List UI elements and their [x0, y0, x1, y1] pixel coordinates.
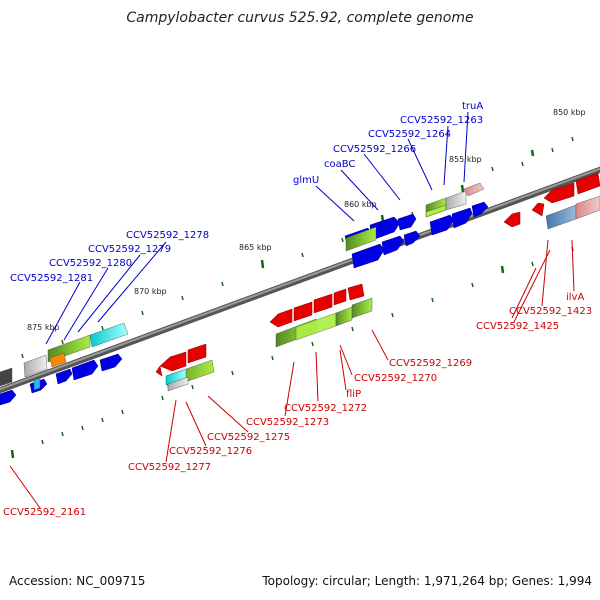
gene-arrow: [71, 359, 99, 381]
gene-label-flip: fliP: [346, 389, 361, 400]
gene-label-ccv52592-1270: CCV52592_1270: [354, 373, 437, 384]
feature-block: [89, 322, 129, 348]
gene-arrow: [381, 235, 405, 256]
forward-label-connectors: [45, 111, 469, 345]
feature-block: [351, 297, 373, 319]
reverse-labels[interactable]: ilvA CCV52592_1423 CCV52592_1425 CCV5259…: [3, 292, 592, 518]
gene-arrow: [451, 207, 473, 229]
gene-label-ccv52592-1275: CCV52592_1275: [207, 432, 290, 443]
gene-label-ccv52592-1423: CCV52592_1423: [509, 306, 592, 317]
feature-block: [0, 367, 13, 387]
genome-summary-text: Topology: circular; Length: 1,971,264 bp…: [262, 574, 592, 588]
feature-block: [463, 182, 485, 197]
feature-block: [335, 306, 353, 327]
gene-label-ccv52592-1264: CCV52592_1264: [368, 129, 451, 140]
gene-label-ccv52592-1273: CCV52592_1273: [246, 417, 329, 428]
map-title: Campylobacter curvus 525.92, complete ge…: [126, 10, 474, 26]
gene-arrow: [575, 172, 600, 195]
reverse-feature-blocks[interactable]: [165, 195, 600, 392]
feature-block: [23, 354, 48, 378]
gene-label-ccv52592-1278: CCV52592_1278: [126, 230, 209, 241]
scale-label: 875 kbp: [27, 323, 60, 332]
gene-label-ilva: ilvA: [566, 292, 584, 303]
reverse-label-connectors: [9, 239, 575, 509]
genome-backbone: [0, 166, 600, 394]
gene-arrow: [333, 288, 347, 306]
scale-label: 870 kbp: [134, 287, 167, 296]
gene-arrow: [397, 213, 417, 231]
gene-label-ccv52592-1425: CCV52592_1425: [476, 321, 559, 332]
feature-block: [545, 204, 577, 230]
gene-label-ccv52592-1269: CCV52592_1269: [389, 358, 472, 369]
feature-block: [575, 195, 600, 220]
feature-block: [33, 377, 41, 391]
gene-label-ccv52592-2161: CCV52592_2161: [3, 507, 86, 518]
gene-label-ccv52592-1276: CCV52592_1276: [169, 446, 252, 457]
gene-arrow: [351, 243, 385, 269]
scale-label: 865 kbp: [239, 243, 272, 252]
gene-label-truA: truA: [462, 101, 483, 112]
reverse-genes[interactable]: [155, 172, 600, 377]
gene-arrow: [347, 283, 365, 301]
gene-label-coabc: coaBC: [324, 159, 355, 170]
feature-block: [445, 190, 467, 211]
gene-label-ccv52592-1277: CCV52592_1277: [128, 462, 211, 473]
gene-label-ccv52592-1281: CCV52592_1281: [10, 273, 93, 284]
scale-labels: 850 kbp 855 kbp 860 kbp 865 kbp 870 kbp …: [27, 108, 586, 332]
gene-arrow: [543, 182, 575, 204]
gene-arrow: [403, 230, 421, 247]
scale-ticks-inner: [10, 246, 574, 459]
scale-label: 860 kbp: [344, 200, 377, 209]
gene-arrow: [0, 389, 17, 406]
accession-text: Accession: NC_009715: [9, 574, 146, 588]
gene-arrow: [531, 202, 545, 217]
forward-genes[interactable]: [0, 201, 489, 406]
gene-arrow: [187, 343, 207, 364]
gene-arrow: [155, 365, 163, 377]
scale-label: 850 kbp: [553, 108, 586, 117]
gene-label-ccv52592-1279: CCV52592_1279: [88, 244, 171, 255]
feature-block: [49, 352, 67, 368]
gene-arrow: [471, 201, 489, 218]
feature-block: [167, 376, 189, 392]
forward-labels[interactable]: truA CCV52592_1263 CCV52592_1264 CCV5259…: [10, 101, 483, 284]
gene-arrow: [269, 308, 293, 328]
gene-label-ccv52592-1272: CCV52592_1272: [284, 403, 367, 414]
gene-arrow: [99, 353, 123, 372]
gene-label-ccv52592-1280: CCV52592_1280: [49, 258, 132, 269]
gene-arrow: [55, 368, 73, 385]
gene-arrow: [159, 351, 187, 372]
gene-arrow: [429, 214, 455, 236]
gene-arrow: [293, 301, 313, 322]
gene-label-ccv52592-1263: CCV52592_1263: [400, 115, 483, 126]
gene-arrow: [503, 211, 521, 228]
gene-label-glmu: glmU: [293, 175, 319, 186]
gene-label-ccv52592-1266: CCV52592_1266: [333, 144, 416, 155]
gene-arrow: [313, 293, 333, 314]
forward-feature-blocks[interactable]: [0, 182, 485, 391]
feature-block: [345, 226, 377, 252]
